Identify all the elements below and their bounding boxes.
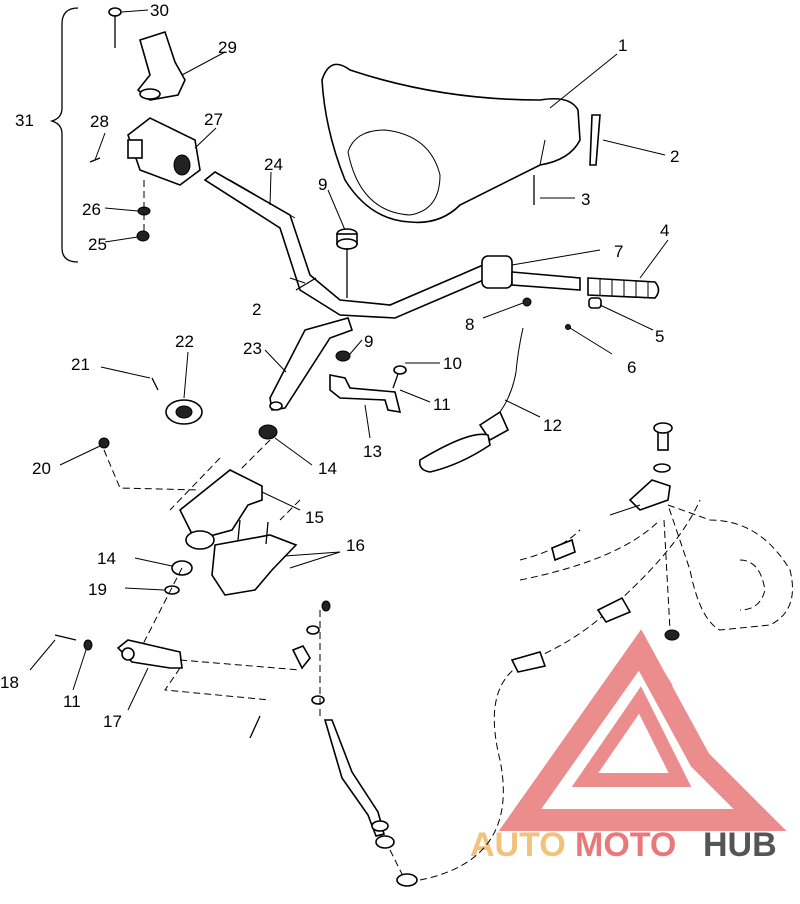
label-part-9-lower: 9: [364, 332, 373, 351]
bracket-13: [329, 374, 402, 413]
watermark-text-hub: HUB: [703, 826, 777, 864]
bolt-18: [54, 634, 77, 641]
pin-6: [565, 324, 571, 330]
label-part-15: 15: [305, 508, 324, 527]
grip-4: [587, 277, 660, 299]
bolt-30: [108, 7, 122, 48]
label-part-13: 13: [363, 442, 382, 461]
trim-strip-2: [589, 114, 601, 166]
label-part-17: 17: [103, 712, 122, 731]
nut-20: [98, 437, 110, 449]
nut-9: [335, 350, 351, 362]
label-part-24: 24: [264, 155, 283, 174]
label-part-1: 1: [618, 36, 627, 55]
watermark-text-moto: MOTO: [575, 826, 676, 864]
tie-rod-end: [510, 422, 673, 673]
label-part-10: 10: [443, 354, 462, 373]
pitman-arm-17: [116, 639, 183, 669]
label-part-28: 28: [90, 112, 109, 131]
label-part-18: 18: [0, 673, 19, 692]
label-part-3: 3: [581, 190, 590, 209]
label-part-9-upper: 9: [318, 175, 327, 194]
label-part-16: 16: [346, 536, 365, 555]
tie-rod-linkage: [291, 600, 418, 887]
label-part-22: 22: [175, 332, 194, 351]
clamp-29: [136, 30, 186, 101]
throttle-housing-7: [481, 255, 581, 291]
label-part-20: 20: [32, 459, 51, 478]
bolt-lower: [249, 715, 261, 739]
plate-22: [165, 399, 203, 425]
label-part-26: 26: [82, 200, 101, 219]
switch-housing-27: [127, 117, 201, 186]
screw-21: [151, 377, 159, 391]
label-part-30: 30: [150, 1, 169, 20]
label-part-12: 12: [543, 416, 562, 435]
label-part-27: 27: [204, 110, 223, 129]
label-part-25: 25: [88, 235, 107, 254]
part-labels: 1 2 3 4 5 6 7 8 9 9 10 11 11 12 13 14 14…: [0, 1, 679, 731]
knob-9: [336, 228, 358, 298]
key-switch-12: [418, 327, 524, 473]
screw-10: [392, 365, 407, 389]
watermark-text: AUTO MOTO HUB: [470, 826, 777, 864]
label-part-2-left: 2: [252, 300, 261, 319]
label-part-31: 31: [15, 111, 34, 130]
bushing-14-upper: [258, 424, 278, 440]
group-bracket: [49, 7, 79, 263]
label-part-5: 5: [655, 327, 664, 346]
label-part-21: 21: [71, 355, 90, 374]
washer-11: [83, 639, 93, 651]
label-part-4: 4: [660, 221, 669, 240]
nut-25: [136, 230, 150, 242]
spindle-outline: [667, 504, 793, 631]
label-part-7: 7: [614, 242, 623, 261]
label-part-2-right: 2: [670, 147, 679, 166]
label-part-19: 19: [88, 580, 107, 599]
end-cap-5: [588, 297, 602, 309]
support-15: [178, 469, 263, 550]
washer-19: [164, 585, 180, 595]
watermark-text-auto: AUTO: [470, 826, 566, 864]
label-part-29: 29: [218, 38, 237, 57]
label-part-8: 8: [465, 315, 474, 334]
screw-2: [295, 277, 317, 291]
handlebar-pad-1: [321, 63, 581, 224]
steering-post-23: [269, 317, 354, 411]
label-part-6: 6: [627, 358, 636, 377]
screw-8: [522, 297, 532, 307]
leader-lines: [29, 9, 669, 711]
nut-right: [664, 629, 680, 641]
label-part-11-lower: 11: [63, 692, 81, 711]
label-part-14-lower: 14: [97, 549, 116, 568]
support-16: [211, 519, 298, 596]
watermark-logo: [498, 629, 787, 831]
label-part-11-upper: 11: [433, 395, 451, 414]
label-part-23: 23: [243, 339, 262, 358]
label-part-14-upper: 14: [318, 459, 337, 478]
